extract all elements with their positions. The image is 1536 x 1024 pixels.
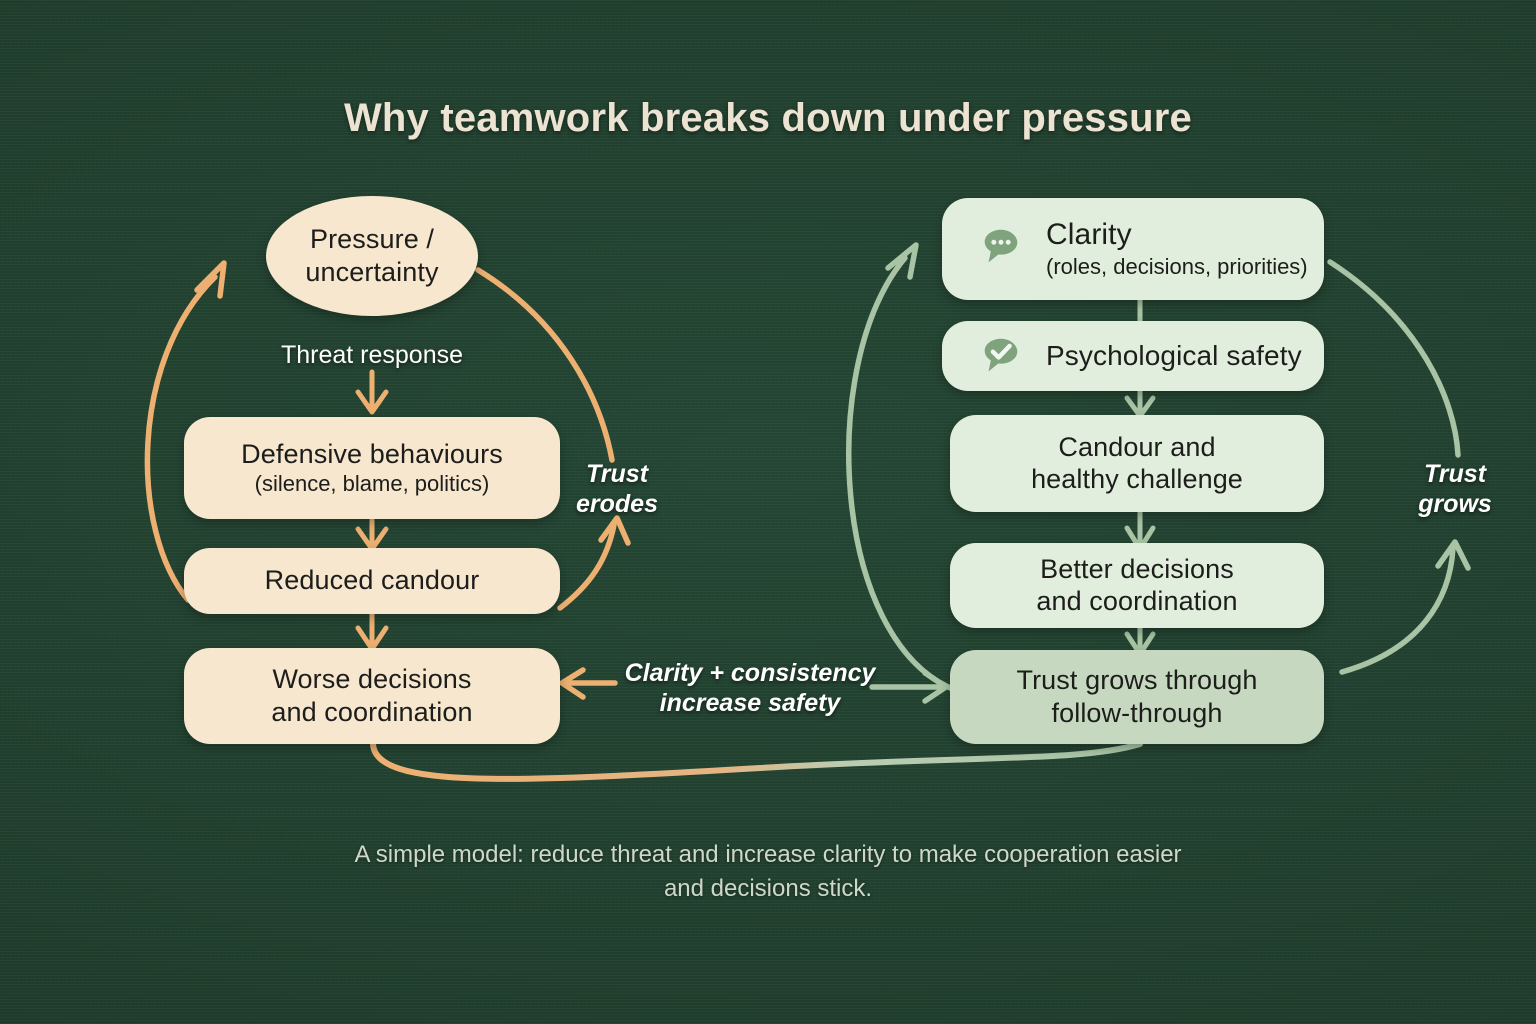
- arrow-right-loop-grow-upper: [1327, 259, 1461, 458]
- node-better-decisions-title: Better decisions: [1040, 553, 1234, 584]
- arrow-defensive-to-candour: [355, 517, 389, 552]
- arrow-bridge-right: [869, 670, 949, 704]
- node-clarity-subtitle: (roles, decisions, priorities): [1046, 254, 1308, 280]
- node-trust-grows-subtitle: follow-through: [1051, 697, 1223, 728]
- arrow-safety-to-candour: [1124, 387, 1156, 419]
- node-psychological-safety[interactable]: Psychological safety: [942, 321, 1324, 391]
- label-bridge-line1: Clarity + consistency: [624, 659, 876, 687]
- node-candour-title: Candour and: [1058, 431, 1216, 462]
- label-trust-grows-line2: grows: [1418, 490, 1492, 518]
- arrow-right-loop-grow-lower: [1339, 539, 1471, 675]
- node-reduced-candour[interactable]: Reduced candour: [184, 548, 560, 614]
- label-bridge-clarity-consistency: Clarity + consistency increase safety: [605, 658, 895, 718]
- node-psych-safety-title: Psychological safety: [1046, 339, 1302, 371]
- node-reduced-candour-title: Reduced candour: [264, 565, 480, 596]
- arrow-left-loop-erode-upper: [475, 267, 615, 463]
- node-trust-grows-through-follow-through[interactable]: Trust grows through follow-through: [950, 650, 1324, 744]
- arrow-bottom-bridge-curve: [370, 741, 1143, 782]
- label-trust-grows-line1: Trust: [1423, 460, 1487, 488]
- node-candour-subtitle: healthy challenge: [1031, 464, 1243, 494]
- node-clarity-title: Clarity: [1046, 218, 1132, 252]
- label-trust-erodes-line1: Trust: [585, 460, 649, 488]
- arrow-pressure-to-defensive: [355, 369, 389, 415]
- arrow-left-loop-erode-lower: [557, 515, 631, 611]
- caption-line-1: A simple model: reduce threat and increa…: [354, 841, 1182, 868]
- caption: A simple model: reduce threat and increa…: [0, 838, 1536, 906]
- node-trust-grows-title: Trust grows through: [1016, 665, 1258, 696]
- node-defensive-title: Defensive behaviours: [241, 439, 503, 470]
- arrow-left-loop-return: [144, 260, 227, 603]
- node-candour-healthy-challenge[interactable]: Candour and healthy challenge: [950, 415, 1324, 512]
- node-defensive-behaviours[interactable]: Defensive behaviours (silence, blame, po…: [184, 417, 560, 519]
- speech-bubble-dots-icon: [984, 229, 1018, 263]
- arrow-bridge-left: [559, 667, 618, 700]
- label-trust-erodes: Trust erodes: [552, 459, 682, 519]
- node-better-decisions[interactable]: Better decisions and coordination: [950, 543, 1324, 628]
- node-better-decisions-subtitle: and coordination: [1036, 586, 1238, 616]
- node-worse-decisions-subtitle: and coordination: [271, 696, 473, 727]
- arrow-right-loop-return: [846, 242, 958, 693]
- arrow-candour-to-worse-decisions: [355, 609, 389, 652]
- label-threat-response: Threat response: [280, 341, 464, 369]
- page-title: Why teamwork breaks down under pressure: [343, 96, 1193, 140]
- label-trust-erodes-line2: erodes: [576, 490, 658, 518]
- node-pressure-uncertainty[interactable]: Pressure / uncertainty: [266, 196, 478, 316]
- node-defensive-subtitle: (silence, blame, politics): [254, 471, 490, 497]
- label-trust-grows: Trust grows: [1390, 459, 1520, 519]
- node-worse-decisions[interactable]: Worse decisions and coordination: [184, 648, 560, 744]
- node-pressure-title: Pressure /: [309, 224, 435, 255]
- label-bridge-line2: increase safety: [659, 689, 841, 717]
- node-pressure-subtitle: uncertainty: [305, 256, 439, 287]
- node-worse-decisions-title: Worse decisions: [272, 664, 472, 695]
- node-clarity[interactable]: Clarity (roles, decisions, priorities): [942, 198, 1324, 300]
- caption-line-2: and decisions stick.: [663, 875, 873, 903]
- speech-bubble-check-icon: [984, 338, 1018, 372]
